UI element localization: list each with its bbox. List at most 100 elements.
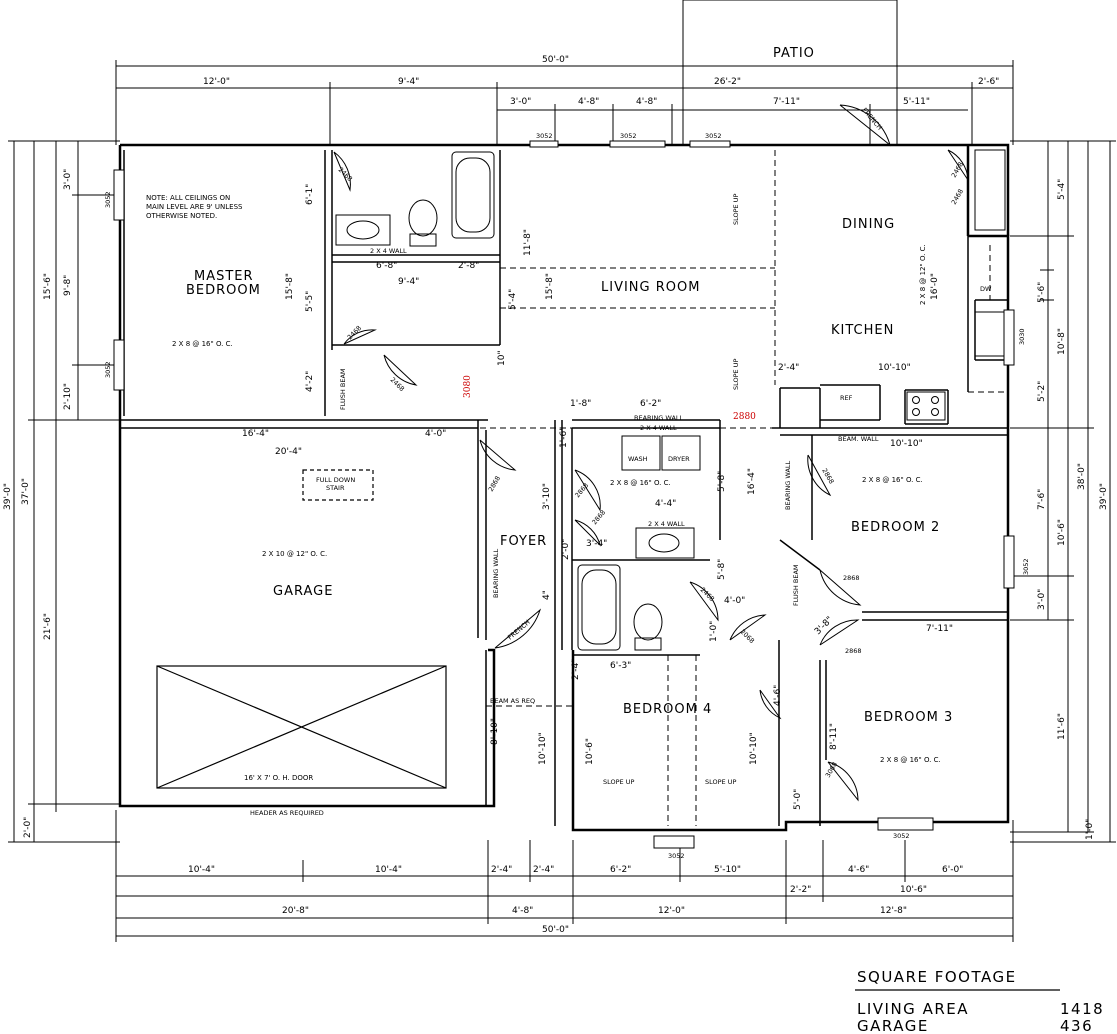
door-3080: 3080: [463, 375, 473, 398]
dim-4-0-b: 4'-0": [724, 596, 745, 606]
bedroom-3-label: BEDROOM 3: [864, 710, 953, 725]
dim-1-0: 1'-0": [709, 621, 719, 642]
room-labels: PATIO MASTER BEDROOM LIVING ROOM DINING …: [186, 46, 953, 725]
dim-15-8-b: 15'-8": [545, 273, 555, 300]
dim-top-2-6: 2'-6": [978, 77, 999, 87]
dim-bot-5-10: 5'-10": [714, 865, 741, 875]
dim-8-11: 8'-11": [829, 723, 839, 750]
dim-top-5-11: 5'-11": [903, 97, 930, 107]
dim-bot-20-8: 20'-8": [282, 906, 309, 916]
dim-10-10a: 10'-10": [878, 363, 911, 373]
dim-bot-10-4a: 10'-4": [188, 865, 215, 875]
dim-4-in: 4": [542, 590, 552, 600]
dim-1-8: 1'-8": [570, 399, 591, 409]
dim-9-4: 9'-4": [398, 277, 419, 287]
window-marks: [113, 140, 1015, 849]
beam-as-required: BEAM AS REQ: [490, 697, 535, 705]
door-2880: 2880: [733, 412, 756, 422]
dim-bot-6-2: 6'-2": [610, 865, 631, 875]
dim-3-8: 3'-8": [813, 615, 835, 637]
square-footage-table: SQUARE FOOTAGE LIVING AREA 1418 GARAGE 4…: [855, 968, 1104, 1034]
door-2468-d: 2468: [950, 161, 965, 179]
living-area-label: LIVING AREA: [857, 1000, 969, 1018]
washer-label: WASH: [628, 455, 648, 463]
dim-top-3-0: 3'-0": [510, 97, 531, 107]
bearing-wall-1: BEARING WALL: [634, 414, 684, 422]
dim-2-4-b: 2'-4": [571, 659, 581, 680]
dim-right-5-4: 5'-4": [1057, 179, 1067, 200]
joist-laundry: 2 X 8 @ 16" O. C.: [610, 479, 671, 487]
dim-16-4-b: 16'-4": [747, 468, 757, 495]
slope-up-4: SLOPE UP: [705, 778, 736, 786]
dim-6-2: 6'-2": [640, 399, 661, 409]
dim-6-3: 6'-3": [610, 661, 631, 671]
dim-top-7-11: 7'-11": [773, 97, 800, 107]
fixtures: [335, 149, 1006, 651]
dim-11-8: 11'-8": [523, 229, 533, 256]
dim-10-in: 10": [497, 350, 507, 366]
dashed-beams: [480, 150, 1008, 826]
ceiling-note-1: NOTE: ALL CEILINGS ON: [146, 194, 230, 202]
dim-7-11: 7'-11": [926, 624, 953, 634]
window-3052-e: 3052: [705, 132, 722, 140]
window-labels: 3052 3052 3052 3052 3052 3052 3052 3052 …: [104, 132, 1030, 860]
dim-10-6: 10'-6": [585, 738, 595, 765]
door-2068: 2068: [739, 628, 756, 645]
dim-4-4: 4'-4": [655, 499, 676, 509]
dim-bot-2-4a: 2'-4": [491, 865, 512, 875]
dim-6-1: 6'-1": [305, 184, 315, 205]
door-2468-e: 2468: [950, 188, 965, 206]
dim-bot-10-6: 10'-6": [900, 885, 927, 895]
dim-3-4: 3'-4": [586, 539, 607, 549]
dim-top-total: 50'-0": [542, 55, 569, 65]
joist-kitchen-span: 16'-0": [930, 273, 940, 300]
slope-up-1: SLOPE UP: [732, 194, 740, 225]
dim-right-10-8: 10'-8": [1057, 328, 1067, 355]
dim-right-5-2: 5'-2": [1037, 381, 1047, 402]
dim-2-4: 2'-4": [778, 363, 799, 373]
living-area-value: 1418: [1060, 1000, 1104, 1018]
door-2468-c: 2468: [389, 376, 406, 393]
dim-left-2-10: 2'-10": [63, 383, 73, 410]
dining-label: DINING: [842, 217, 895, 232]
dim-8-10: 8'-10": [490, 718, 500, 745]
window-3052-h: 3052: [893, 832, 910, 840]
dim-bot-2-2: 2'-2": [790, 885, 811, 895]
garage-area-label: GARAGE: [857, 1017, 929, 1034]
dim-top-9-4: 9'-4": [398, 77, 419, 87]
garage-area-value: 436: [1060, 1017, 1093, 1034]
dim-left-15-6: 15'-6": [43, 273, 53, 300]
door-swings: [333, 104, 969, 802]
dim-20-4: 20'-4": [275, 447, 302, 457]
window-3030: 3030: [1018, 328, 1026, 345]
pull-down-stair-2: STAIR: [326, 484, 345, 492]
dim-right-39-0: 39'-0": [1099, 483, 1109, 510]
two-by-four-wall-2: 2 X 4 WALL: [640, 424, 677, 432]
dim-2-0: 2'-0": [561, 539, 571, 560]
dim-left-39-0: 39'-0": [3, 483, 13, 510]
dim-2-8: 2'-8": [458, 261, 479, 271]
dim-bot-12-8: 12'-8": [880, 906, 907, 916]
foyer-label: FOYER: [500, 534, 547, 549]
door-3068: 3068: [824, 761, 839, 779]
dim-bot-4-8: 4'-8": [512, 906, 533, 916]
door-2868-f: 2868: [845, 647, 862, 655]
dimension-text: 50'-0" 12'-0" 9'-4" 26'-2" 2'-6" 3'-0" 4…: [3, 55, 1109, 935]
dim-right-1-0: 1'-0": [1085, 819, 1095, 840]
joist-garage: 2 X 10 @ 12" O. C.: [262, 550, 327, 558]
dim-5-0: 5'-0": [793, 789, 803, 810]
slope-up-3: SLOPE UP: [603, 778, 634, 786]
window-3052-c: 3052: [536, 132, 553, 140]
dim-4-0: 4'-0": [425, 429, 446, 439]
dim-bot-4-6: 4'-6": [848, 865, 869, 875]
dim-bot-2-4b: 2'-4": [533, 865, 554, 875]
dim-5-8-b: 5'-8": [717, 559, 727, 580]
header-note: HEADER AS REQUIRED: [250, 809, 324, 817]
dim-6-8: 6'-8": [376, 261, 397, 271]
ceiling-note-2: MAIN LEVEL ARE 9' UNLESS: [146, 203, 243, 211]
dim-left-3-0: 3'-0": [63, 169, 73, 190]
joist-master: 2 X 8 @ 16" O. C.: [172, 340, 233, 348]
kitchen-label: KITCHEN: [831, 323, 894, 338]
window-3052-a: 3052: [104, 191, 112, 208]
